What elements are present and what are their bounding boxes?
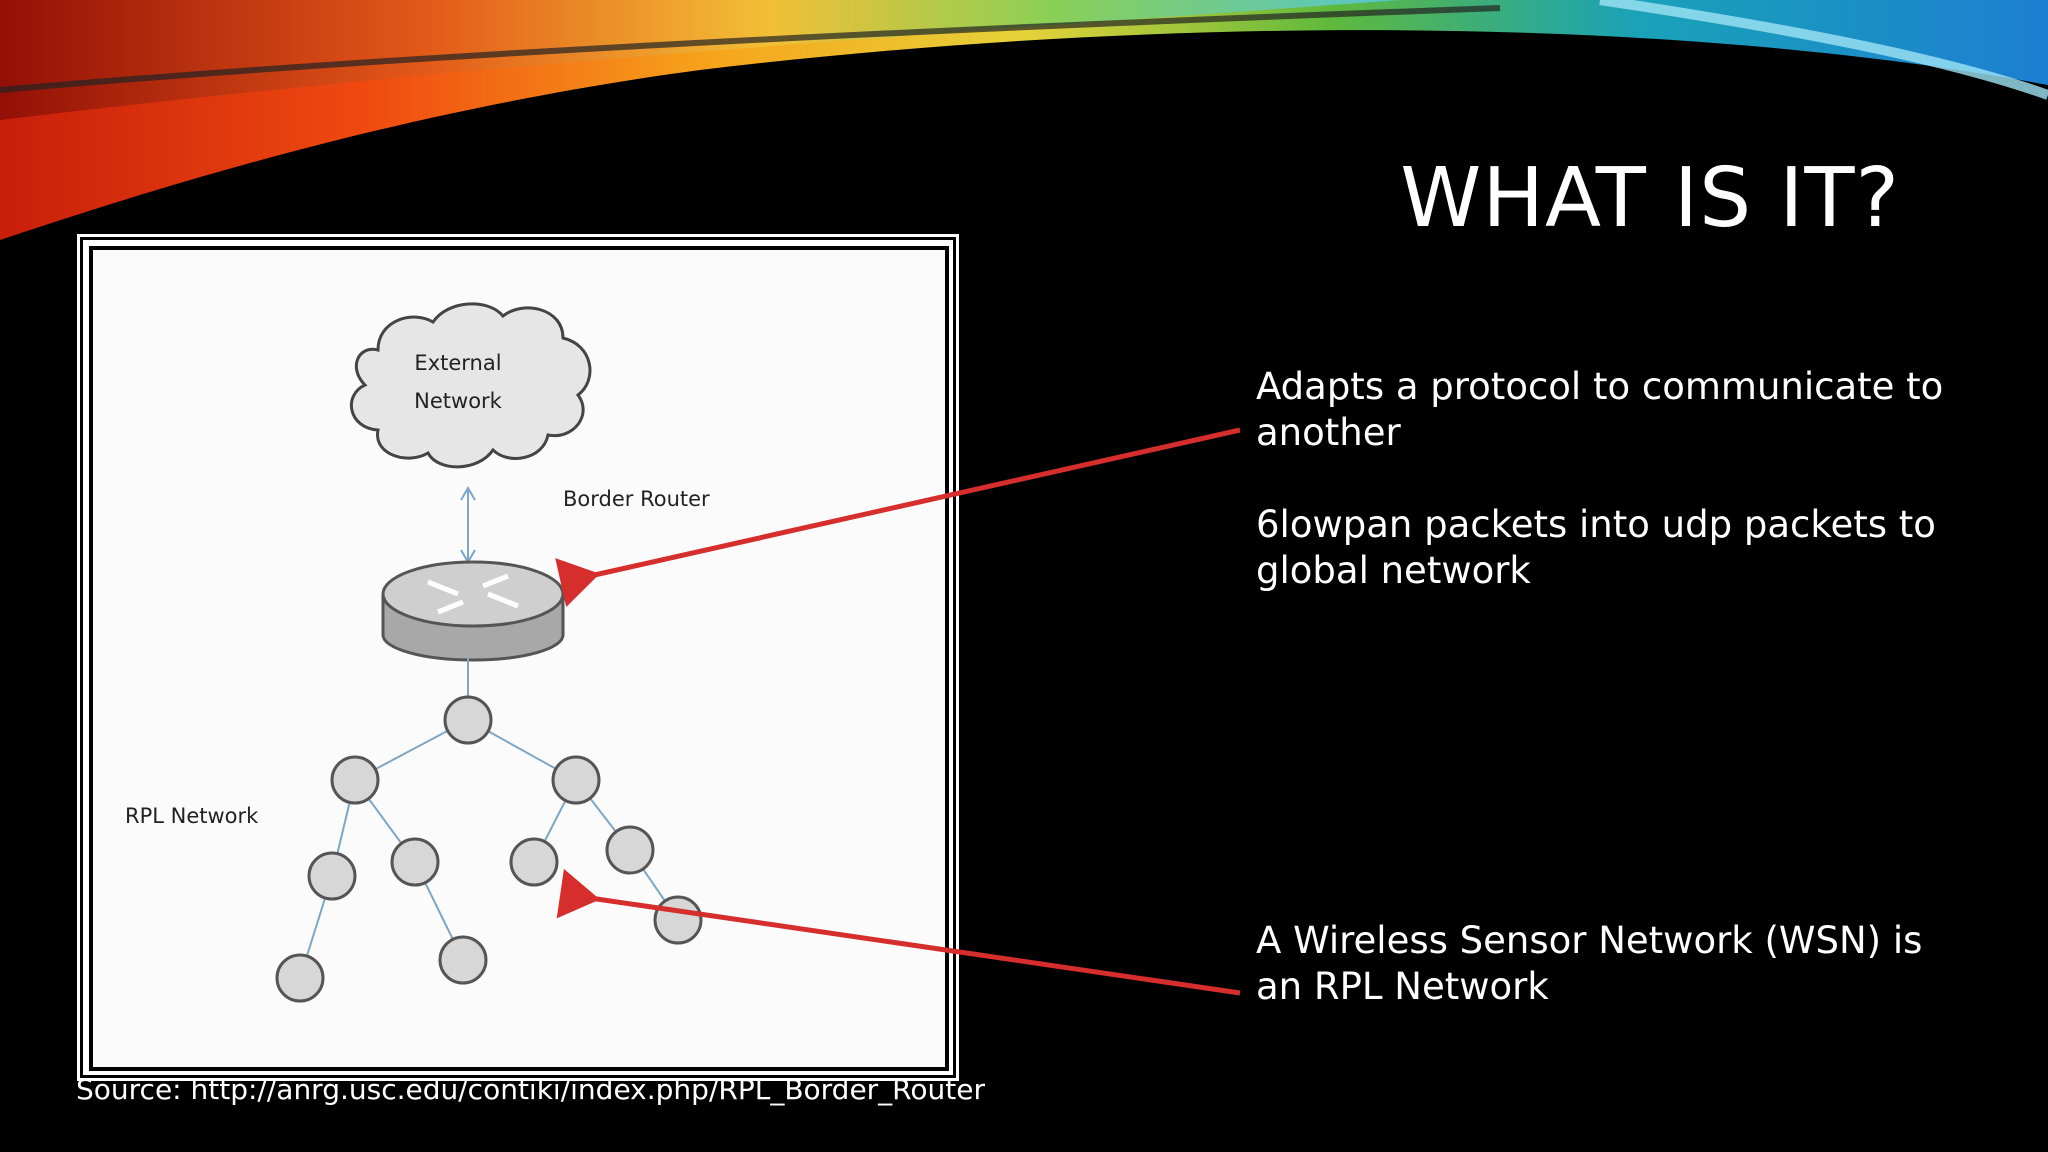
bullet-wsn-rpl: A Wireless Sensor Network (WSN) is an RP… <box>1256 919 1923 1008</box>
node-root <box>443 695 493 745</box>
border-router-label: Border Router <box>563 487 710 511</box>
node-right-right <box>605 825 655 875</box>
node-left-left <box>307 851 357 901</box>
bullet-protocol-adapt: Adapts a protocol to communicate to anot… <box>1256 365 1944 454</box>
cloud-label-external: External <box>414 351 501 375</box>
node-leaf-1 <box>275 953 325 1003</box>
rpl-network-diagram: External Network Border Router <box>125 302 710 1003</box>
rpl-network-label: RPL Network <box>125 804 259 828</box>
node-left-right <box>390 837 440 887</box>
bidirectional-arrow-icon <box>460 486 476 564</box>
cloud-label-network: Network <box>414 389 503 413</box>
diagram-frame: External Network Border Router <box>89 246 949 1071</box>
slide-title: WHAT IS IT? <box>1400 151 1900 246</box>
node-right <box>551 755 601 805</box>
node-leaf-2 <box>438 935 488 985</box>
network-diagram-figure: External Network Border Router <box>80 237 956 1078</box>
rainbow-swoosh-decoration <box>0 0 2048 240</box>
cloud-icon <box>349 302 592 469</box>
node-leaf-3 <box>653 895 703 945</box>
node-left <box>330 755 380 805</box>
network-links <box>299 658 679 979</box>
node-right-left <box>509 837 559 887</box>
bullet-6lowpan-udp: 6lowpan packets into udp packets to glob… <box>1256 503 1936 592</box>
source-caption: Source: http://anrg.usc.edu/contiki/inde… <box>76 1073 985 1106</box>
router-icon <box>381 560 565 662</box>
